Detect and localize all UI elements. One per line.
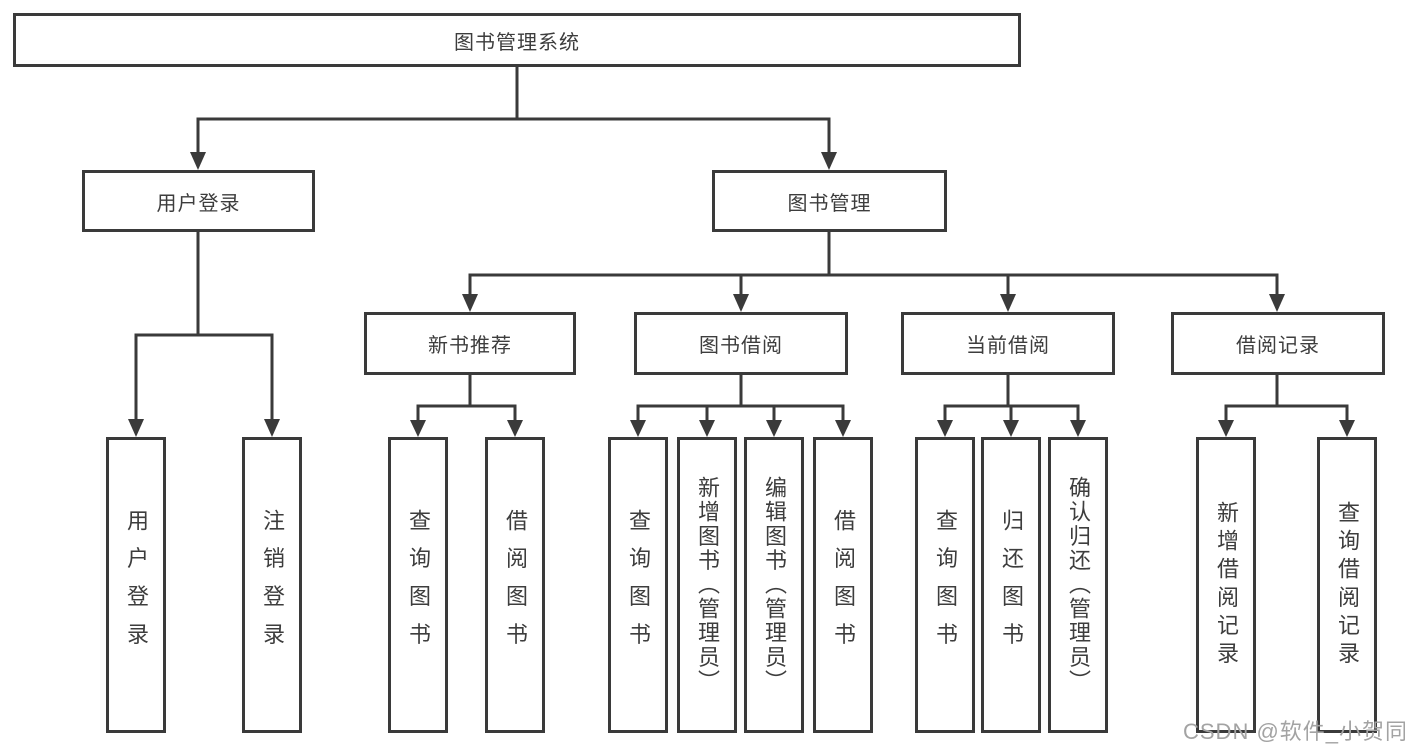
leaf-query-borrow-record-label: 查询借阅记录 — [1335, 500, 1360, 670]
leaf-confirm-return-admin-label: 确认归还（管理员） — [1066, 476, 1091, 694]
leaf-query-books-3-label: 查询图书 — [933, 509, 958, 661]
leaf-add-books-admin: 新增图书（管理员） — [677, 437, 737, 733]
connector-root-to-level2 — [190, 67, 837, 170]
node-new-book-recommend-label: 新书推荐 — [428, 335, 512, 357]
leaf-query-borrow-record: 查询借阅记录 — [1317, 437, 1377, 733]
node-new-book-recommend: 新书推荐 — [364, 312, 576, 375]
node-library-system: 图书管理系统 — [13, 13, 1021, 67]
leaf-edit-books-admin-label: 编辑图书（管理员） — [762, 476, 787, 694]
leaf-borrow-books-1: 借阅图书 — [485, 437, 545, 733]
node-borrowing-records-label: 借阅记录 — [1236, 335, 1320, 357]
leaf-edit-books-admin: 编辑图书（管理员） — [744, 437, 804, 733]
connector-new-book-rec-to-leaves — [410, 375, 523, 437]
node-current-borrowing-label: 当前借阅 — [966, 335, 1050, 357]
leaf-return-books-label: 归还图书 — [999, 509, 1024, 661]
leaf-borrow-books-2: 借阅图书 — [813, 437, 873, 733]
node-user-login: 用户登录 — [82, 170, 315, 232]
leaf-query-books-1: 查询图书 — [388, 437, 448, 733]
leaf-confirm-return-admin: 确认归还（管理员） — [1048, 437, 1108, 733]
leaf-borrow-books-2-label: 借阅图书 — [831, 509, 856, 661]
leaf-query-books-2: 查询图书 — [608, 437, 668, 733]
leaf-logout: 注销登录 — [242, 437, 302, 733]
csdn-watermark: CSDN @软件_小贺同学 — [1183, 719, 1405, 744]
node-book-borrowing: 图书借阅 — [634, 312, 848, 375]
node-book-borrowing-label: 图书借阅 — [699, 335, 783, 357]
connector-user-login-to-leaves — [128, 232, 280, 437]
leaf-add-borrow-record: 新增借阅记录 — [1196, 437, 1256, 733]
leaf-query-books-2-label: 查询图书 — [626, 509, 651, 661]
leaf-return-books: 归还图书 — [981, 437, 1041, 733]
connector-book-mgmt-to-level3 — [462, 232, 1285, 312]
leaf-query-books-1-label: 查询图书 — [406, 509, 431, 661]
connector-current-borrow-to-leaves — [937, 375, 1086, 437]
connector-borrow-records-to-leaves — [1218, 375, 1355, 437]
node-borrowing-records: 借阅记录 — [1171, 312, 1385, 375]
connector-book-borrow-to-leaves — [630, 375, 851, 437]
node-book-management-label: 图书管理 — [787, 192, 872, 215]
node-user-login-label: 用户登录 — [156, 192, 241, 215]
node-book-management: 图书管理 — [712, 170, 947, 232]
node-current-borrowing: 当前借阅 — [901, 312, 1115, 375]
leaf-query-books-3: 查询图书 — [915, 437, 975, 733]
leaf-logout-label: 注销登录 — [260, 509, 285, 661]
node-library-system-label: 图书管理系统 — [454, 31, 580, 54]
leaf-add-borrow-record-label: 新增借阅记录 — [1214, 500, 1239, 670]
leaf-user-login-label: 用户登录 — [124, 509, 149, 661]
leaf-add-books-admin-label: 新增图书（管理员） — [695, 476, 720, 694]
leaf-borrow-books-1-label: 借阅图书 — [503, 509, 528, 661]
leaf-user-login: 用户登录 — [106, 437, 166, 733]
